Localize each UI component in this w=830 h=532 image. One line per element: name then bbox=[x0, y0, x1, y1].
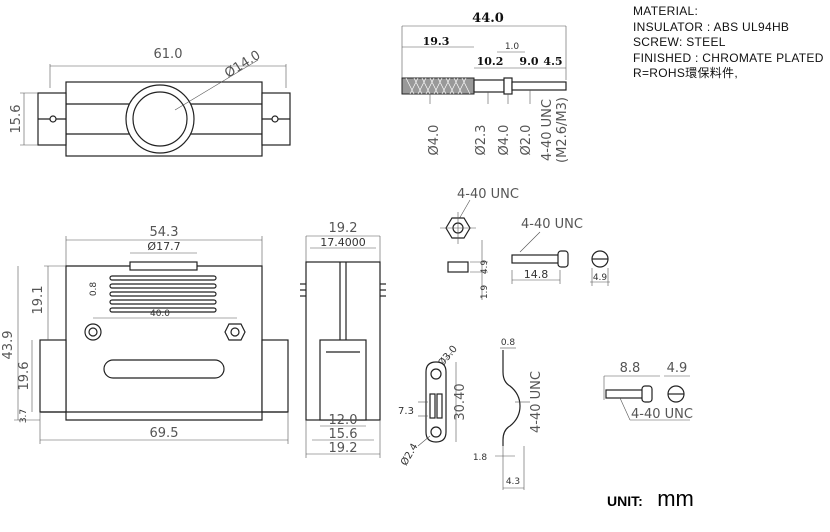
screw-c-label: 10.2 bbox=[477, 55, 504, 68]
screw-short-thread-label: 4-40 UNC bbox=[521, 217, 583, 232]
top-hole-label: Ø14.0 bbox=[222, 48, 263, 81]
screw-d4-label: Ø2.0 bbox=[519, 125, 534, 156]
top-height-label: 15.6 bbox=[9, 105, 24, 134]
screw-short-length-label: 14.8 bbox=[524, 268, 549, 281]
note-material: MATERIAL: bbox=[633, 4, 699, 18]
screw-e-label: 4.5 bbox=[543, 55, 562, 68]
material-notes: MATERIAL: INSULATOR : ABS UL94HB SCREW: … bbox=[633, 4, 824, 82]
front-total-label: 43.9 bbox=[1, 331, 16, 360]
front-bottom-width-label: 69.5 bbox=[150, 426, 179, 441]
thumb-thread-label: 4-40 UNC bbox=[631, 407, 693, 422]
front-vent-label: 0.8 bbox=[89, 282, 99, 297]
side-w192-label: 19.2 bbox=[329, 441, 358, 456]
note-rohs: R=ROHS環保料件, bbox=[633, 66, 738, 80]
front-upper-label: 19.1 bbox=[31, 286, 46, 315]
side-w12-label: 12.0 bbox=[329, 413, 358, 428]
nut-h-label: 4.9 bbox=[480, 260, 490, 275]
screw-thread-note: (M2.6/M3) bbox=[555, 97, 570, 163]
screw-d1-label: Ø4.0 bbox=[427, 125, 442, 156]
front-view: 54.3 Ø17.7 0.8 40.0 19.1 43.9 19.6 3.7 bbox=[1, 225, 289, 444]
screw-short: 4-40 UNC 14.8 4.9 bbox=[511, 217, 610, 286]
nut-t-label: 1.9 bbox=[480, 285, 490, 300]
screw-total-label: 44.0 bbox=[472, 11, 504, 26]
unit-block: UNIT: mm bbox=[607, 486, 694, 512]
clamp-detail: Ø3.0 7.3 30.40 Ø2.4 bbox=[398, 343, 468, 468]
screw-d2-label: Ø2.3 bbox=[474, 125, 489, 156]
screw-d3-label: Ø4.0 bbox=[497, 125, 512, 156]
screw-thread-label: 4-40 UNC bbox=[540, 99, 555, 161]
screw-a-label: 19.3 bbox=[423, 35, 450, 48]
screw-short-head-label: 4.9 bbox=[593, 273, 608, 283]
nut-thread-label: 4-40 UNC bbox=[457, 187, 519, 202]
clamp-width-label: 7.3 bbox=[398, 406, 414, 417]
note-screw: SCREW: STEEL bbox=[633, 35, 726, 49]
bracket-t-label: 0.8 bbox=[501, 338, 516, 348]
front-slot-label: Ø17.7 bbox=[147, 240, 180, 253]
thumb-head-label: 4.9 bbox=[667, 361, 688, 376]
bracket-thread-label: 4-40 UNC bbox=[529, 371, 544, 433]
bracket-h-label: 1.8 bbox=[473, 453, 488, 463]
front-lower-label: 19.6 bbox=[17, 362, 32, 391]
nut-detail: 4-40 UNC 4.9 1.9 bbox=[440, 187, 519, 300]
unit-value: mm bbox=[657, 486, 694, 511]
top-view: 61.0 Ø14.0 15.6 bbox=[9, 47, 291, 157]
side-inner-label: 17.4000 bbox=[320, 236, 366, 249]
screw-b-label: 1.0 bbox=[505, 42, 520, 52]
front-width-label: 54.3 bbox=[150, 225, 179, 240]
clamp-slot-label: Ø2.4 bbox=[398, 441, 420, 468]
note-insulator: INSULATOR : ABS UL94HB bbox=[633, 19, 790, 34]
front-pitch-label: 40.0 bbox=[150, 309, 170, 319]
front-base-label: 3.7 bbox=[19, 409, 29, 423]
side-view: 19.2 17.4000 12.0 15.6 19.2 bbox=[300, 221, 386, 458]
clamp-height-label: 30.40 bbox=[453, 383, 468, 420]
bracket-detail: 0.8 4-40 UNC 1.8 4.3 bbox=[473, 338, 544, 490]
screw-long: 44.0 19.3 1.0 10.2 9.0 4.5 Ø4.0 Ø2.3 Ø4.… bbox=[401, 11, 570, 163]
side-w156-label: 15.6 bbox=[329, 427, 358, 442]
screw-d-label: 9.0 bbox=[519, 55, 538, 68]
thumb-length-label: 8.8 bbox=[620, 361, 641, 376]
bracket-w-label: 4.3 bbox=[506, 477, 520, 487]
thumb-screw-detail: 8.8 4.9 4-40 UNC bbox=[603, 361, 693, 422]
note-finished: FINISHED : CHROMATE PLATED bbox=[633, 50, 824, 65]
unit-label: UNIT: bbox=[607, 493, 643, 509]
top-width-label: 61.0 bbox=[154, 47, 183, 62]
side-width-label: 19.2 bbox=[329, 221, 358, 236]
